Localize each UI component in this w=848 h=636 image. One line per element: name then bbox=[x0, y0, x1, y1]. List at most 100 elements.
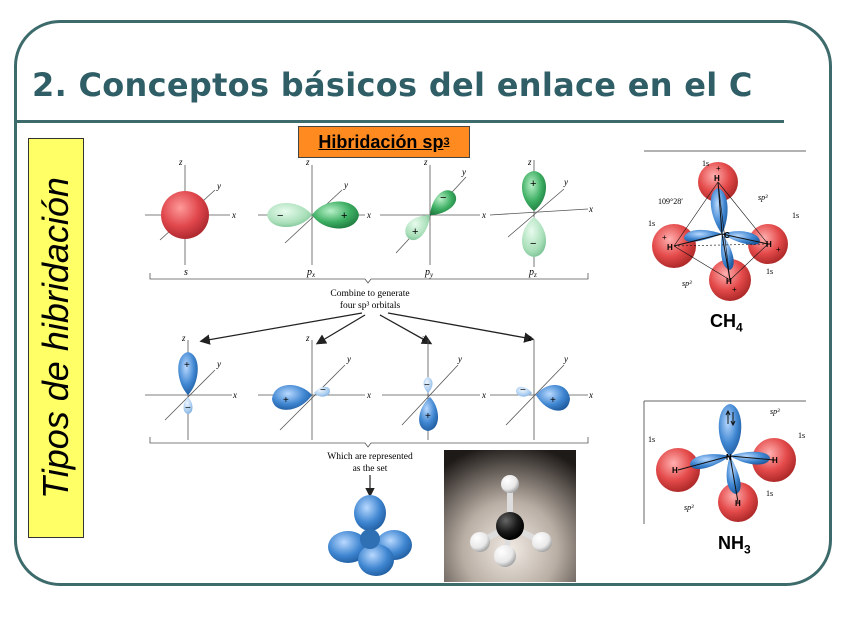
py-positive-lobe bbox=[430, 190, 457, 215]
bracket-bottom bbox=[149, 437, 589, 448]
atom-h-label: H bbox=[714, 174, 720, 183]
axis-z-label: z bbox=[527, 157, 532, 167]
sp3-large-lobe bbox=[178, 352, 198, 395]
nh3-formula-subscript: 3 bbox=[744, 542, 751, 557]
label-sp3: sp³ bbox=[770, 407, 780, 416]
edge-line bbox=[673, 181, 719, 247]
nh3-formula-text: NH bbox=[718, 533, 744, 553]
sp3-large-lobe bbox=[419, 397, 438, 431]
atom-n-label: N bbox=[726, 453, 732, 462]
minus-sign: − bbox=[440, 192, 446, 204]
plus-sign: + bbox=[425, 411, 431, 422]
axis-z-label: z bbox=[421, 333, 426, 343]
orbital-label-pz: pz bbox=[528, 267, 537, 279]
orbital-subscript: z bbox=[533, 271, 537, 279]
title-divider bbox=[16, 120, 784, 123]
sp3-hybridization-figure: z y x s − + z y x px + − z y x py bbox=[145, 157, 593, 576]
label-1s: 1s bbox=[648, 219, 655, 228]
label-1s: 1s bbox=[798, 431, 805, 440]
plus-sign: + bbox=[283, 395, 289, 406]
axis-x-label: x bbox=[231, 210, 236, 220]
caption-combine-line2: four sp³ orbitals bbox=[340, 300, 401, 311]
plus-sign: + bbox=[662, 233, 667, 242]
electron-up-arrowhead bbox=[725, 409, 731, 416]
bond-line bbox=[729, 455, 739, 503]
sp3-orbital-1-group: + − z y x bbox=[145, 333, 237, 440]
orbital-letter: p bbox=[306, 267, 312, 278]
atom-h-label: H bbox=[766, 240, 772, 249]
axis-y-label: y bbox=[563, 177, 568, 187]
ch4-formula-subscript: 4 bbox=[736, 320, 743, 335]
arrow-to-sp3-1 bbox=[199, 312, 363, 345]
orbital-label-px: px bbox=[306, 267, 316, 279]
caption-represented-line1: Which are represented bbox=[327, 452, 413, 462]
sp3-lobe bbox=[710, 188, 728, 234]
axis-x-label: x bbox=[366, 210, 371, 220]
atom-h-label: H bbox=[672, 466, 678, 475]
label-sp3: sp³ bbox=[684, 503, 694, 512]
arrow-to-sp3-3 bbox=[379, 314, 433, 345]
bond-line bbox=[721, 233, 731, 281]
minus-sign: − bbox=[277, 210, 283, 222]
label-1s: 1s bbox=[766, 267, 773, 276]
axis-x-label: x bbox=[588, 390, 593, 400]
plus-sign: + bbox=[341, 210, 347, 222]
axis-y-label: y bbox=[461, 167, 466, 177]
atom-h-label: H bbox=[735, 499, 741, 508]
bond-line bbox=[677, 455, 731, 471]
px-orbital-group: − + z y x px bbox=[258, 157, 371, 279]
bond-line bbox=[721, 233, 769, 245]
sp3-orbital-3-group: + − z y x bbox=[382, 333, 486, 440]
bond-line bbox=[673, 233, 723, 247]
axis-x-label: x bbox=[366, 390, 371, 400]
sp3-set-lobe bbox=[354, 495, 386, 531]
sp3-small-lobe bbox=[314, 386, 330, 397]
sp3-set-lobe bbox=[328, 531, 368, 563]
minus-sign: − bbox=[530, 238, 536, 250]
atom-h-label: H bbox=[772, 456, 778, 465]
arrow-to-sp3-4 bbox=[387, 312, 535, 343]
edge-line bbox=[717, 181, 769, 245]
angle-label: 109°28′ bbox=[658, 197, 683, 206]
nh3-orbital-diagram: H H H N sp³ 1s 1s 1s sp³ bbox=[643, 400, 806, 524]
pz-negative-lobe bbox=[522, 217, 546, 257]
axis-y-label: y bbox=[216, 359, 221, 369]
plus-sign: + bbox=[776, 245, 781, 254]
orbital-subscript: y bbox=[429, 271, 434, 279]
minus-sign: − bbox=[185, 403, 191, 414]
label-sp3: sp³ bbox=[682, 279, 692, 288]
plus-sign: + bbox=[530, 178, 536, 190]
sp3-small-lobe bbox=[423, 377, 433, 393]
sp3-orbital-2-group: + − z y x bbox=[258, 333, 371, 440]
plus-sign: + bbox=[732, 285, 737, 294]
label-1s: 1s bbox=[648, 435, 655, 444]
edge-line bbox=[729, 243, 769, 281]
edge-line bbox=[717, 181, 731, 281]
s-orbital-group: z y x s bbox=[145, 157, 236, 278]
ch4-formula-text: CH bbox=[710, 311, 736, 331]
slide-title: 2. Conceptos básicos del enlace en el C bbox=[32, 66, 753, 104]
s-orbital bbox=[161, 191, 209, 239]
orbital-letter: p bbox=[424, 267, 430, 278]
sp3-set-lobe bbox=[358, 544, 394, 576]
hydrogen-ball bbox=[532, 532, 552, 552]
caption-represented-line2: as the set bbox=[353, 464, 388, 474]
nh3-formula: NH3 bbox=[718, 533, 751, 557]
plus-sign: + bbox=[716, 164, 721, 173]
minus-sign: − bbox=[520, 385, 526, 396]
plus-sign: + bbox=[412, 226, 418, 238]
label-sp3: sp³ bbox=[758, 193, 768, 202]
axis-y-label: y bbox=[216, 181, 221, 191]
axis-z-label: z bbox=[527, 333, 532, 343]
label-1s: 1s bbox=[792, 211, 799, 220]
sp3-lobe bbox=[684, 229, 722, 242]
label-1s: 1s bbox=[702, 159, 709, 168]
edge-line bbox=[673, 245, 731, 281]
hydrogen-ball bbox=[494, 545, 516, 567]
axis-x-label: x bbox=[481, 210, 486, 220]
sp3-set-center bbox=[360, 529, 380, 549]
side-label-box: Tipos de hibridación bbox=[28, 138, 84, 538]
ch4-formula: CH4 bbox=[710, 311, 743, 335]
atom-h-label: H bbox=[726, 277, 732, 286]
